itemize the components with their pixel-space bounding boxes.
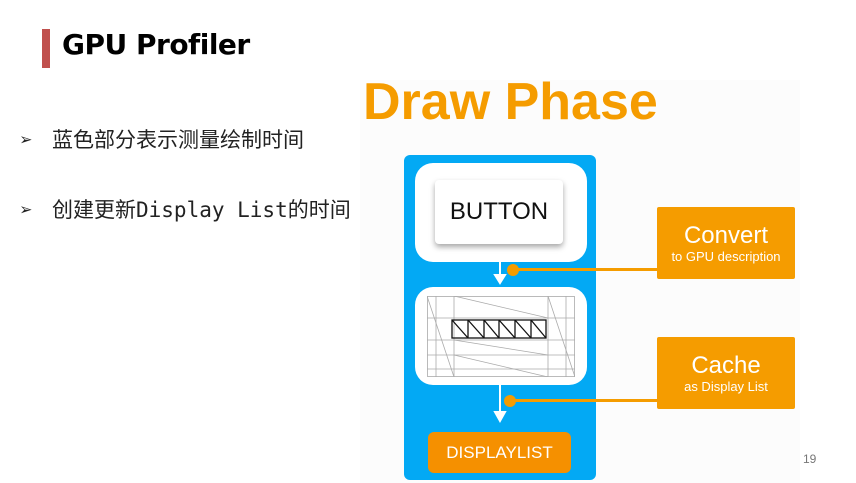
button-preview: BUTTON <box>435 180 563 244</box>
bullet-item: ➢ 蓝色部分表示测量绘制时间 <box>20 124 304 154</box>
step-subtitle: to GPU description <box>671 249 781 264</box>
convert-step-box: Convert to GPU description <box>657 207 795 279</box>
connector-dot <box>507 264 519 276</box>
slide-title: GPU Profiler <box>62 28 250 61</box>
cache-step-box: Cache as Display List <box>657 337 795 409</box>
bullet-text: 蓝色部分表示测量绘制时间 <box>52 128 304 152</box>
title-accent-bar <box>42 29 50 68</box>
connector-dot <box>504 395 516 407</box>
figure-heading: Draw Phase <box>363 73 658 131</box>
displaylist-block: DISPLAYLIST <box>428 432 571 473</box>
cache-connector <box>510 399 657 402</box>
bullet-item: ➢ 创建更新Display List的时间 <box>20 194 351 224</box>
bullet-text: 创建更新Display List的时间 <box>52 198 351 222</box>
arrowhead-bullet-icon: ➢ <box>20 198 33 222</box>
gpu-mesh-icon <box>427 296 575 377</box>
step-title: Convert <box>683 222 769 249</box>
arrowhead-bullet-icon: ➢ <box>20 128 33 152</box>
step-title: Cache <box>691 352 761 379</box>
step-subtitle: as Display List <box>684 379 768 394</box>
convert-connector <box>513 268 657 271</box>
flow-arrows-icon <box>493 262 507 424</box>
page-number: 19 <box>803 452 817 466</box>
